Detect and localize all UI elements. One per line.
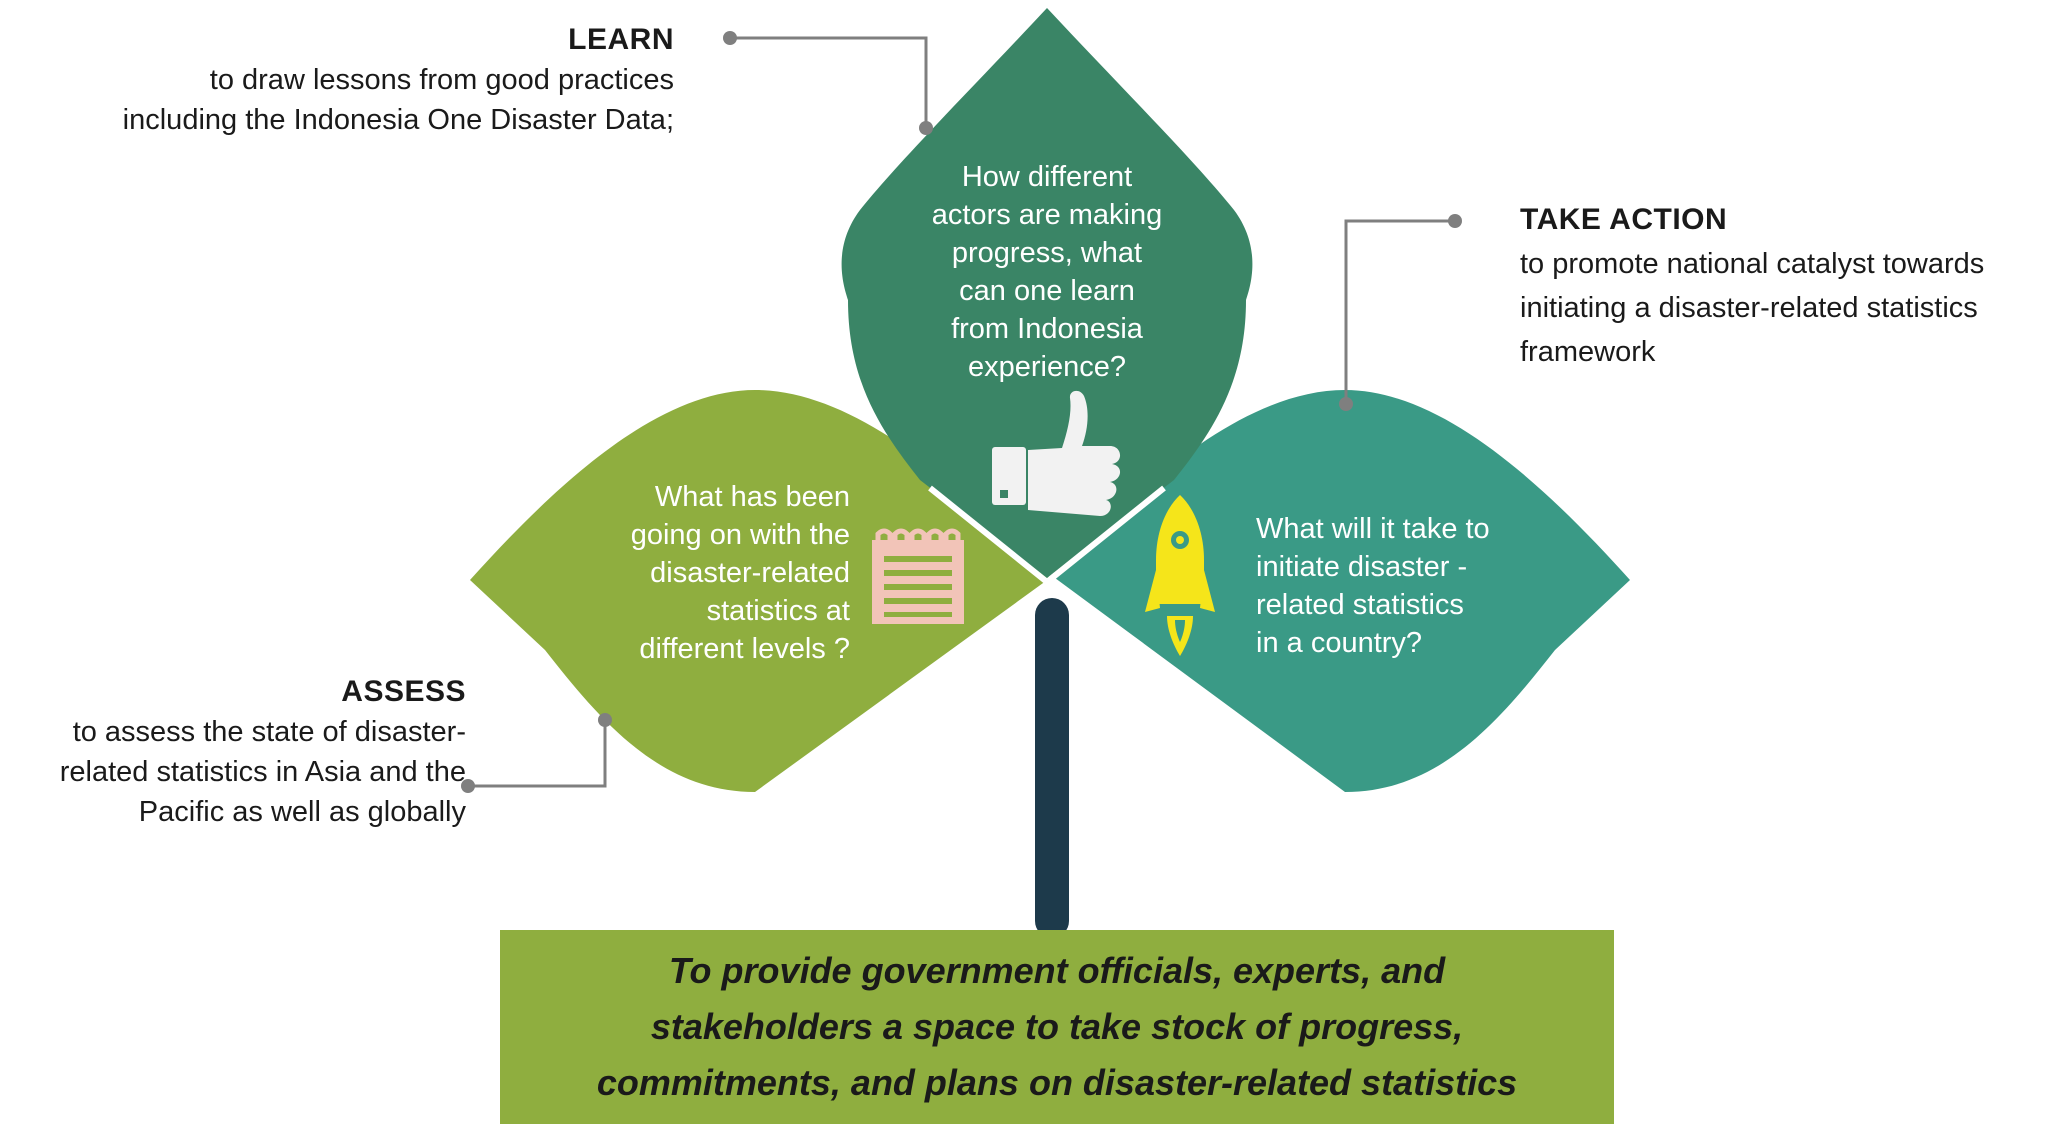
assess-connector [468, 720, 607, 788]
notepad-icon [872, 528, 964, 624]
leaf-divider [928, 485, 1166, 586]
take-action-desc-line-3: framework [1520, 336, 1656, 368]
leaf-top-text: How different actors are making progress… [922, 158, 1172, 386]
learn-dot-inner [919, 121, 933, 135]
take-action-dot-inner [1339, 397, 1353, 411]
leaf-right-line-2: initiate disaster - [1256, 551, 1468, 583]
assess-callout: ASSESS to assess the state of disaster- … [6, 672, 466, 832]
take-action-dot-outer [1448, 214, 1462, 228]
take-action-callout: TAKE ACTION to promote national catalyst… [1520, 200, 2040, 372]
leaf-top-line-2: actors are making [931, 199, 1163, 231]
leaf-top-line-3: progress, what [951, 237, 1143, 269]
leaf-right [1055, 390, 1630, 792]
learn-title: LEARN [568, 23, 674, 56]
leaf-top-line-4: can one learn [959, 275, 1135, 307]
learn-callout: LEARN to draw lessons from good practice… [34, 20, 674, 140]
leaf-right-line-1: What will it take to [1256, 513, 1490, 545]
leaf-top [841, 8, 1253, 578]
leaf-left-line-1: What has been [654, 481, 850, 513]
learn-desc-line-2: including the Indonesia One Disaster Dat… [122, 104, 674, 136]
leaf-left-line-3: disaster-related [650, 557, 850, 589]
assess-dot-outer [461, 779, 475, 793]
assess-desc-line-2: related statistics in Asia and the [59, 756, 466, 788]
leaf-left [470, 390, 1050, 792]
goal-line-1: To provide government officials, experts… [668, 950, 1446, 991]
leaf-left-line-5: different levels ? [639, 633, 850, 665]
leaf-left-line-2: going on with the [630, 519, 850, 551]
assess-desc-line-3: Pacific as well as globally [138, 796, 466, 828]
goal-box: To provide government officials, experts… [500, 930, 1614, 1124]
assess-title: ASSESS [341, 675, 466, 708]
learn-desc-line-1: to draw lessons from good practices [209, 64, 674, 96]
take-action-desc-line-2: initiating a disaster-related statistics [1520, 292, 1978, 324]
assess-dot-inner [598, 713, 612, 727]
goal-line-3: commitments, and plans on disaster-relat… [596, 1062, 1518, 1103]
take-action-title: TAKE ACTION [1520, 203, 1728, 236]
take-action-desc-line-1: to promote national catalyst towards [1520, 248, 1985, 280]
leaf-top-line-5: from Indonesia [951, 313, 1143, 345]
goal-line-2: stakeholders a space to take stock of pr… [650, 1006, 1464, 1047]
learn-dot-outer [723, 31, 737, 45]
take-action-connector [1344, 219, 1455, 404]
leaf-top-line-1: How different [961, 161, 1133, 193]
learn-connector [730, 36, 928, 128]
leaf-left-line-4: statistics at [706, 595, 850, 627]
stem [1035, 598, 1069, 938]
leaf-right-line-4: in a country? [1256, 627, 1423, 659]
thumbs-up-cuff-dot [1000, 490, 1008, 498]
leaf-right-text: What will it take to initiate disaster -… [1256, 510, 1556, 662]
leaf-right-line-3: related statistics [1256, 589, 1464, 621]
goal-text: To provide government officials, experts… [527, 943, 1587, 1111]
leaf-left-text: What has been going on with the disaster… [570, 478, 850, 668]
leaf-top-line-6: experience? [968, 351, 1126, 383]
rocket-flame-core [1175, 620, 1185, 642]
assess-desc-line-1: to assess the state of disaster- [72, 716, 466, 748]
rocket-window-center [1176, 536, 1184, 544]
